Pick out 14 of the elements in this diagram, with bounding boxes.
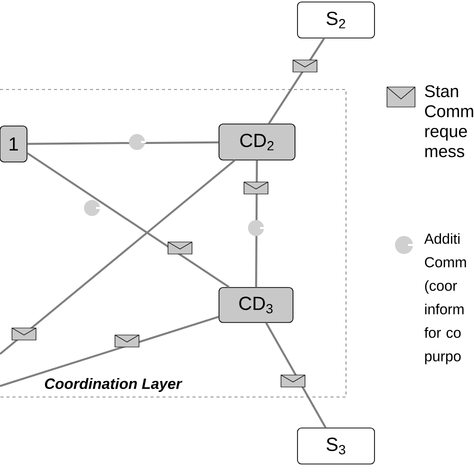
legend-text: Additi Comm (coor inform for co purpo (424, 233, 466, 364)
connector (26, 152, 230, 288)
connector (0, 160, 236, 355)
device-box: CD$_{3}$ (218, 287, 294, 323)
legend-text: Stan Comm reque mess (424, 85, 474, 158)
server-box: S$_{3}$ (297, 428, 375, 464)
connector (0, 316, 219, 387)
server-box: S$_{2}$ (297, 2, 375, 38)
device-box: 1 (0, 126, 28, 162)
device-box: CD$_{2}$ (218, 124, 296, 160)
connector (265, 322, 326, 428)
connector (27, 141, 219, 145)
connector (268, 38, 325, 124)
connector (255, 160, 258, 288)
